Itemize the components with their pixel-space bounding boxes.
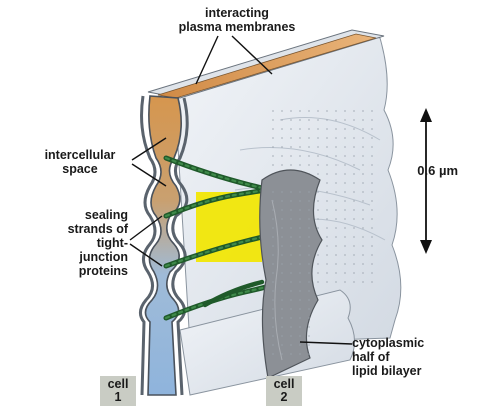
- label-line: interacting: [205, 6, 269, 20]
- label-line: sealing: [84, 208, 128, 222]
- label-scale: 0.6 µm: [398, 164, 458, 178]
- cell-2-word: cell: [273, 377, 295, 391]
- label-bilayer: cytoplasmic half of lipid bilayer: [352, 336, 462, 378]
- label-intercellular-space: intercellular space: [30, 148, 130, 176]
- label-sealing-strands: sealing strands of tight- junction prote…: [60, 208, 128, 278]
- label-line: lipid bilayer: [352, 364, 422, 378]
- callout-lines: [129, 35, 353, 345]
- cell-2-number: 2: [280, 390, 288, 404]
- bilayer-half: [259, 169, 323, 379]
- label-line: plasma membranes: [178, 20, 296, 34]
- scale-arrow: [420, 108, 432, 254]
- cell-1-tag: cell 1: [100, 376, 136, 406]
- membrane-cross-section: [139, 95, 189, 396]
- cell-1-word: cell: [107, 377, 129, 391]
- label-line: space: [62, 162, 98, 176]
- scale-value: 0.6 µm: [417, 163, 458, 178]
- label-line: half of: [352, 350, 390, 364]
- strand-5: [202, 279, 265, 308]
- cell-2-tag: cell 2: [266, 376, 302, 406]
- label-line: strands of: [67, 222, 128, 236]
- label-line: intercellular: [44, 148, 116, 162]
- label-line: cytoplasmic: [352, 336, 425, 350]
- cell-1-number: 1: [114, 390, 122, 404]
- label-line: junction: [79, 250, 128, 264]
- label-line: tight-: [96, 236, 128, 250]
- label-interacting-membranes: interacting plasma membranes: [162, 6, 312, 34]
- label-line: proteins: [78, 264, 128, 278]
